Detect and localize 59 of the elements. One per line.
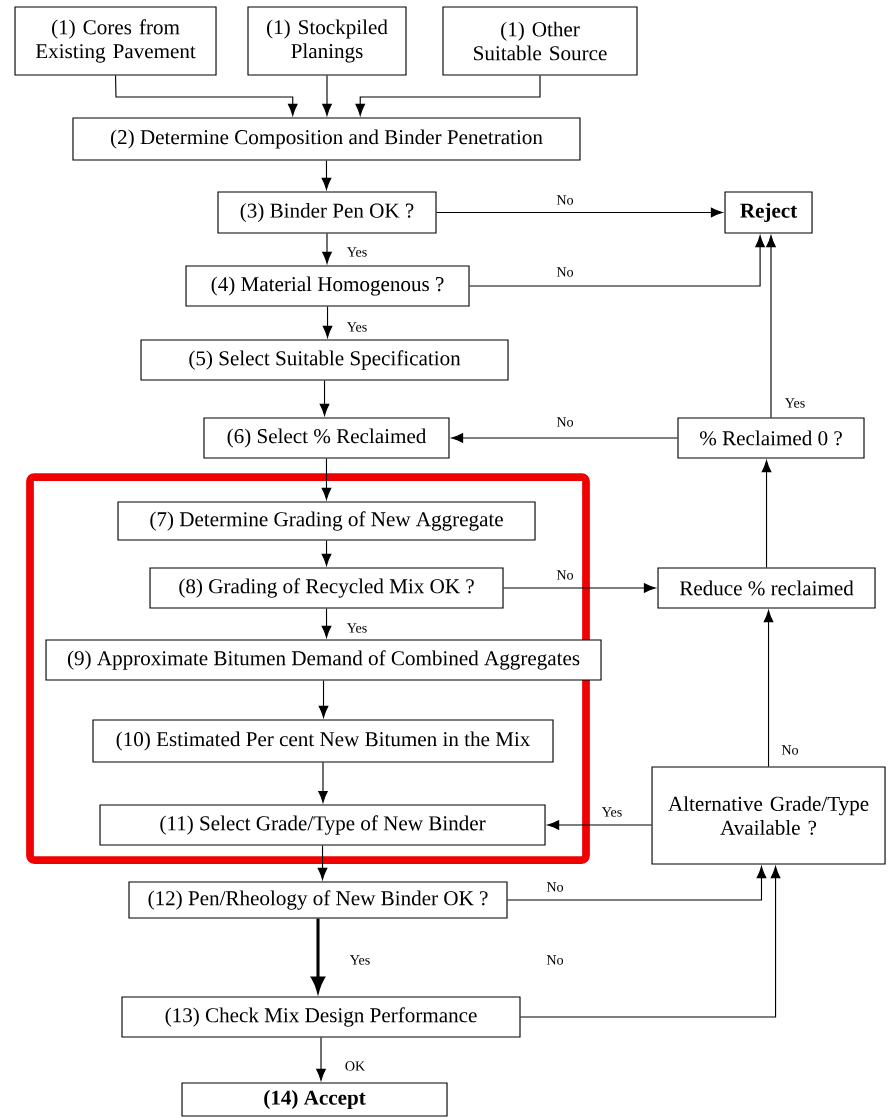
arrow <box>520 866 781 1018</box>
arrow <box>503 583 656 593</box>
arrow <box>114 75 298 116</box>
arrow <box>322 75 332 116</box>
arrow <box>766 235 776 418</box>
source-box: (1) Other Suitable Source <box>442 6 638 76</box>
arrow <box>321 540 332 566</box>
edge-label: Yes <box>345 320 369 334</box>
arrow <box>319 380 330 416</box>
highlight-frame <box>26 473 590 864</box>
edge-label: No <box>545 880 565 894</box>
arrow <box>763 610 774 768</box>
arrow <box>469 235 765 287</box>
decision-box: % Reclaimed 0 ? <box>677 417 865 459</box>
arrow <box>322 233 332 264</box>
edge-label: Yes <box>345 621 369 635</box>
edge-label: Yes <box>345 245 369 259</box>
process-box: (11) Select Grade/Type of New Binder <box>99 804 546 846</box>
process-box: (6) Select % Reclaimed <box>203 417 450 459</box>
edge-label: Yes <box>783 396 807 410</box>
decision-box: (3) Binder Pen OK ? <box>217 191 437 234</box>
arrow <box>761 460 772 568</box>
arrow <box>318 762 328 803</box>
terminal-box: (14) Accept <box>181 1082 448 1117</box>
arrow <box>321 160 332 190</box>
terminal-box: Reject <box>724 191 813 234</box>
source-box: (1) Cores from Existing Pavement <box>14 6 217 76</box>
source-box: (1) Stockpiled Planings <box>247 6 407 76</box>
process-box: (10) Estimated Per cent New Bitumen in the Mix <box>92 719 554 763</box>
edge-label: No <box>555 265 575 279</box>
arrow <box>317 845 328 880</box>
arrow <box>322 306 333 338</box>
arrow <box>507 866 767 901</box>
arrow <box>355 75 541 116</box>
edge-label: No <box>545 953 565 967</box>
process-box: Reduce % reclaimed <box>657 567 876 609</box>
process-box: (7) Determine Grading of New Aggregate <box>117 501 536 541</box>
process-box: (5) Select Suitable Specification <box>140 339 509 381</box>
arrow <box>316 1037 326 1081</box>
decision-box: (8) Grading of Recycled Mix OK ? <box>149 567 504 609</box>
arrow <box>318 680 329 718</box>
edge-label: No <box>555 193 575 207</box>
decision-box: (12) Pen/Rheology of New Binder OK ? <box>128 881 508 919</box>
process-box: (2) Determine Composition and Binder Penetration <box>72 117 581 161</box>
process-box: (9) Approximate Bitumen Demand of Combined Aggregates <box>45 639 602 681</box>
arrow <box>321 608 332 638</box>
edge-label: No <box>555 568 575 582</box>
edge-label: No <box>780 743 800 757</box>
process-box: (13) Check Mix Design Performance <box>121 996 521 1038</box>
arrow <box>547 820 652 830</box>
edge-label: Yes <box>348 953 372 967</box>
decision-box: Alternative Grade/Type Available ? <box>651 766 886 865</box>
edge-label: OK <box>343 1059 367 1073</box>
decision-box: (4) Material Homogenous ? <box>185 265 470 307</box>
edge-label: Yes <box>600 805 624 819</box>
edge-label: No <box>555 415 575 429</box>
arrow <box>436 207 723 218</box>
arrow <box>451 433 678 443</box>
arrow <box>321 458 332 500</box>
